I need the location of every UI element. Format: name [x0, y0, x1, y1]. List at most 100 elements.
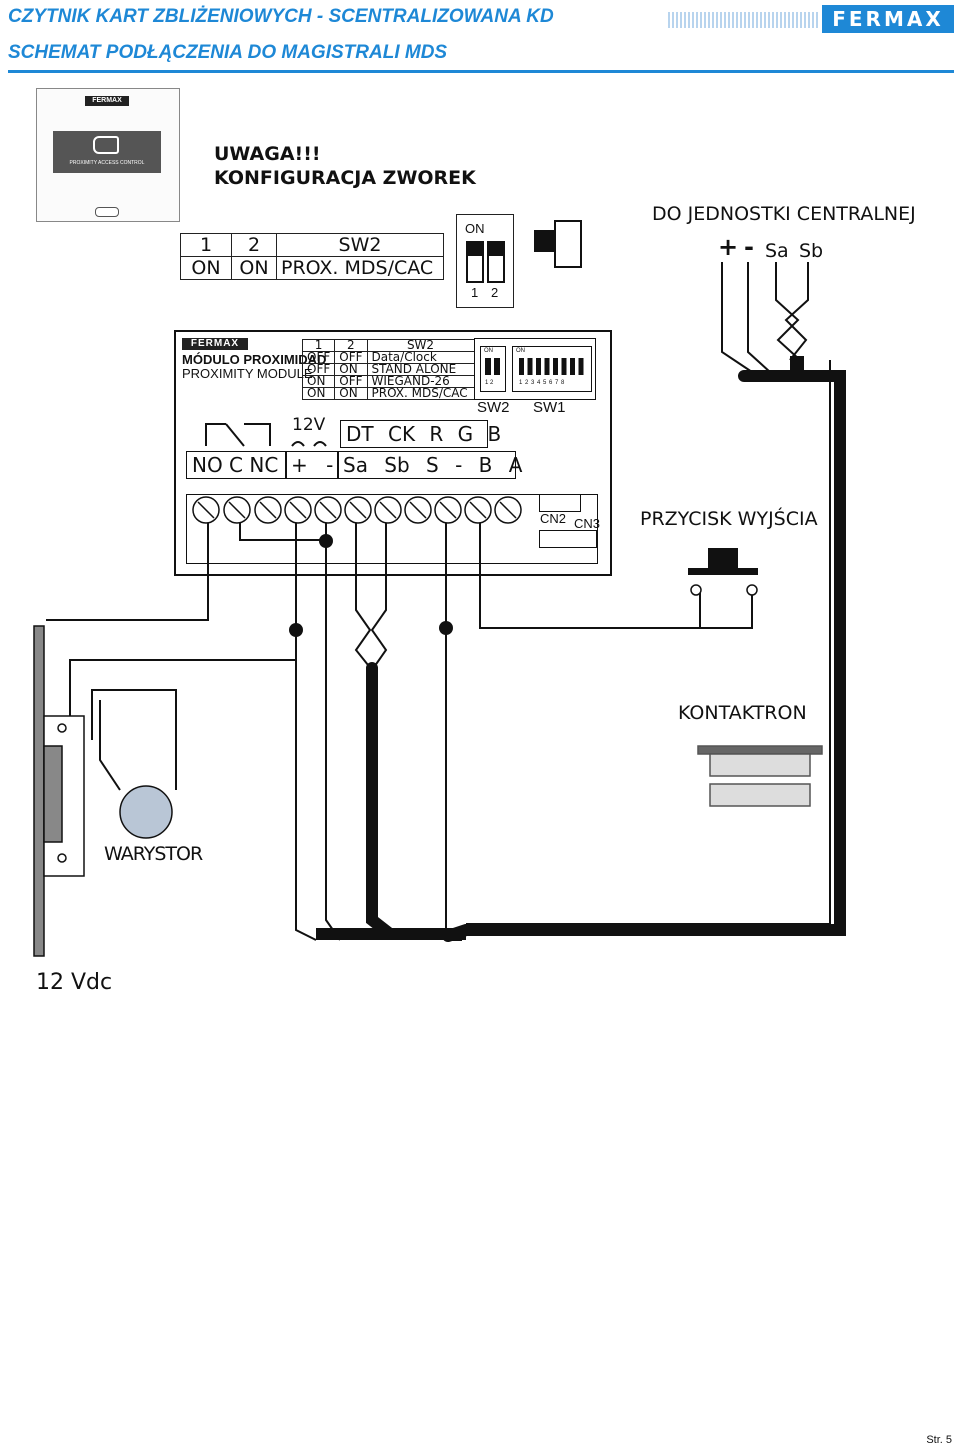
module-brand: FERMAX [182, 338, 248, 350]
reed-switch-icon [697, 745, 823, 807]
module-sw2-block: ON 1 2 [480, 346, 506, 392]
relay-c-link [239, 512, 326, 541]
bus-wire-plus [295, 630, 317, 941]
dip-switch-small: ON 1 2 [456, 214, 514, 308]
bottom-bus-labels: Sa Sb S - B A [343, 453, 523, 477]
reed-return-wire [466, 360, 831, 925]
reed-label: KONTAKTRON [678, 702, 807, 724]
varistor-wire-c [99, 700, 121, 791]
jumper-h2: 2 [231, 233, 277, 257]
jumper-table: 1 2 SW2 ON ON PROX. MDS/CAC [180, 233, 444, 280]
central-sa: Sa [765, 240, 789, 262]
relay-symbol-icon [205, 423, 271, 447]
sw1-label: SW1 [533, 399, 566, 416]
warning-line2: KONFIGURACJA ZWOREK [214, 167, 476, 189]
cn2-label: CN2 [540, 511, 567, 526]
relay-term-box [186, 451, 286, 479]
dip-on-label: ON [465, 221, 485, 236]
bus-wire-sb [370, 512, 388, 671]
central-wire-sa [775, 262, 801, 361]
sw2-on-label: ON [484, 348, 493, 354]
central-plus: + [718, 233, 739, 261]
central-cable-sheath [442, 370, 846, 942]
reader-button [95, 207, 119, 217]
mt-r1c2: OFF [334, 351, 368, 364]
jumper-h1: 1 [180, 233, 232, 257]
sw2-nums: 1 2 [485, 380, 494, 386]
lock-wire-no [46, 512, 209, 621]
dip-num-1: 1 [471, 285, 479, 300]
exit-button-icon [688, 548, 758, 596]
mt-r4c2: ON [334, 387, 368, 400]
module-name-en: PROXIMITY MODULE [182, 366, 313, 381]
module-inner-panel [186, 494, 598, 564]
varistor-wire-a [69, 659, 296, 720]
bus-wire-s [445, 512, 462, 941]
bus-cable-junction [316, 928, 466, 940]
cn2-connector [539, 494, 581, 512]
dip-switch-2 [487, 241, 505, 283]
central-wire-minus [747, 262, 771, 373]
central-sb: Sb [799, 240, 824, 262]
central-wire-plus [721, 262, 753, 373]
cn3-connector [539, 530, 597, 548]
dip-num-2: 2 [491, 285, 499, 300]
bus-wire-minus [325, 540, 341, 941]
lock-voltage-label: 12 Vdc [36, 970, 113, 995]
exit-button-label: PRZYCISK WYJŚCIA [640, 508, 818, 530]
exit-wire [479, 512, 752, 629]
header-title: CZYTNIK KART ZBLIŻENIOWYCH - SCENTRALIZO… [8, 6, 554, 27]
mt-r2c2: ON [334, 363, 368, 376]
jumper-icon [534, 220, 584, 268]
bottom-bus-box [338, 451, 516, 479]
reader-screen: PROXIMITY ACCESS CONTROL [53, 131, 161, 173]
central-label: DO JEDNOSTKI CENTRALNEJ [652, 203, 916, 225]
mt-r4c1: ON [301, 387, 336, 400]
power-term-labels: + - [291, 453, 334, 477]
sw1-nums: 1 2 3 4 5 6 7 8 [519, 380, 565, 386]
sw2-switches-icon [485, 358, 500, 375]
bus-wire-sa [354, 512, 373, 671]
header-decor-bar [668, 12, 818, 28]
card-reader: FERMAX PROXIMITY ACCESS CONTROL [36, 88, 180, 222]
sw1-on-label: ON [516, 348, 525, 354]
relay-term-labels: NO C NC [192, 453, 279, 477]
cn3-label: CN3 [574, 516, 601, 531]
mt-r3c3: WIEGAND-26 [366, 375, 475, 388]
mt-r3c2: OFF [334, 375, 368, 388]
exit-button-wire [699, 590, 753, 629]
module-name-es: MÓDULO PROXIMIDAD [182, 352, 327, 367]
sw2-label: SW2 [477, 399, 510, 416]
top-bus-labels: DT CK R G B [346, 422, 502, 446]
page-number: Str. 5 [926, 1434, 952, 1446]
jumper-v1: ON [180, 256, 232, 280]
power-term-box [286, 451, 338, 479]
ac-symbol-icon [291, 441, 327, 447]
junction-dots [289, 534, 453, 637]
bus-cable-sheath [366, 662, 396, 940]
header-rule [8, 70, 954, 73]
reader-logo-icon [93, 136, 119, 154]
module-dip-area [474, 338, 596, 400]
varistor-wire-b [91, 689, 177, 790]
top-bus-box [340, 420, 488, 448]
central-twist-end [790, 356, 804, 370]
brand-logo: FERMAX [822, 5, 954, 33]
jumper-v3: PROX. MDS/CAC [276, 256, 444, 280]
central-minus: - [744, 233, 754, 261]
header-subtitle: SCHEMAT PODŁĄCZENIA DO MAGISTRALI MDS [8, 42, 448, 63]
dip-switch-1 [466, 241, 484, 283]
central-wire-sb [784, 262, 809, 361]
reader-label: PROXIMITY ACCESS CONTROL [69, 160, 145, 166]
module-sw1-block: ON 1 2 3 4 5 6 7 8 [512, 346, 592, 392]
varistor-icon [119, 785, 173, 839]
warning-line1: UWAGA!!! [214, 143, 321, 165]
terminal-screws [192, 496, 522, 524]
electric-lock-icon [33, 625, 85, 957]
mt-r2c3: STAND ALONE [366, 363, 475, 376]
mt-r3c1: ON [301, 375, 336, 388]
varistor-label: WARYSTOR [104, 843, 203, 865]
mt-r4c3: PROX. MDS/CAC [366, 387, 475, 400]
